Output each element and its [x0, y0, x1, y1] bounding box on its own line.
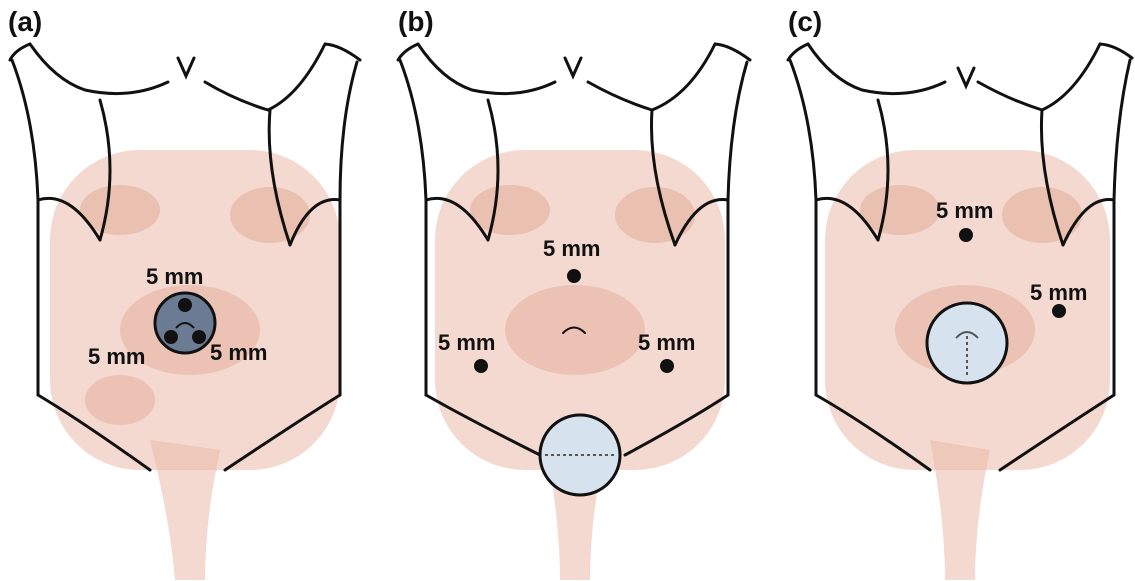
port-dot-right [660, 359, 674, 373]
port-label-left: 5 mm [438, 330, 495, 356]
port-label-right: 5 mm [210, 340, 267, 366]
incision-disc [927, 303, 1007, 383]
port-dot-right [1052, 304, 1066, 318]
port-label-right: 5 mm [638, 330, 695, 356]
incision-disc [540, 415, 620, 495]
port-dot-top [959, 228, 973, 242]
port-label-top: 5 mm [146, 264, 203, 290]
torso-a [0, 0, 378, 581]
panel-label: (b) [398, 6, 434, 38]
port-dot-left [474, 359, 488, 373]
port-label-top: 5 mm [543, 236, 600, 262]
panel-c: (c) 5 mm 5 mm [780, 0, 1135, 581]
panel-b: (b) 5 mm 5 mm 5 mm [390, 0, 768, 581]
port-label-top: 5 mm [936, 198, 993, 224]
multiport-device [155, 293, 215, 353]
port-label-left: 5 mm [88, 344, 145, 370]
panel-a: (a) 5 mm 5 mm 5 mm [0, 0, 378, 581]
port-label-right: 5 mm [1030, 280, 1087, 306]
port-dot-top [567, 269, 581, 283]
panel-label: (c) [788, 6, 822, 38]
panel-label: (a) [8, 6, 42, 38]
torso-b [390, 0, 768, 581]
